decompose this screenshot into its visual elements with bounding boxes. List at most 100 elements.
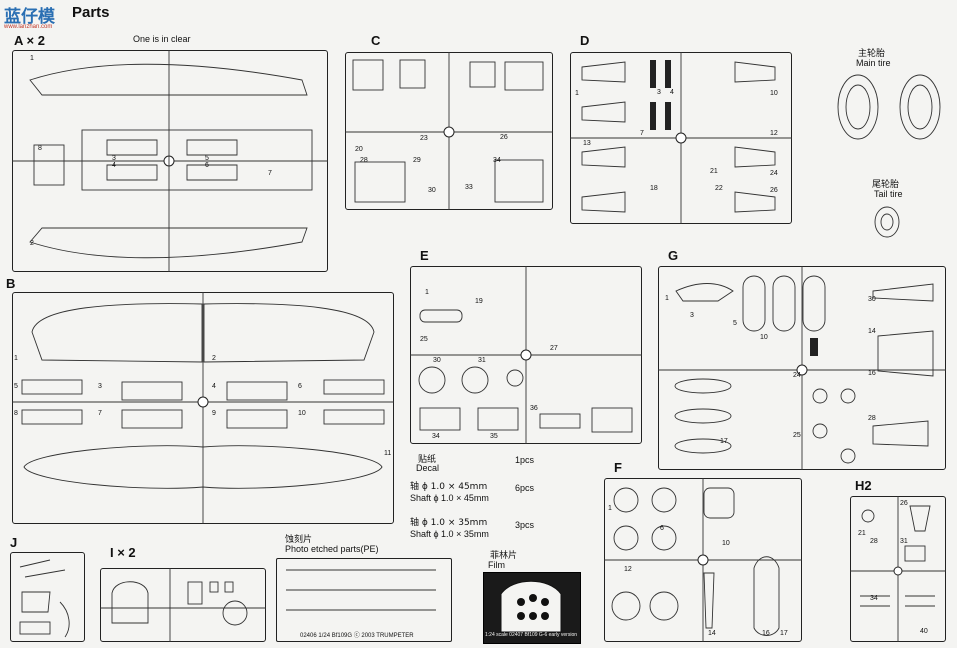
sprue-g-part-number: 3 <box>690 312 694 319</box>
sprue-d-part-number: 12 <box>770 130 778 137</box>
sprue-b-part-number: 2 <box>212 355 216 362</box>
sprue-d-part-number: 21 <box>710 168 718 175</box>
shaft35-label: Shaft ϕ 1.0 × 35mm <box>410 529 489 539</box>
sprue-d-part-number: 24 <box>770 170 778 177</box>
sprue-f-part-number: 10 <box>722 540 730 547</box>
film-label: Film <box>488 560 505 570</box>
sprue-g-part-number: 16 <box>868 370 876 377</box>
sprue-g-part-number: 10 <box>760 334 768 341</box>
sprue-i <box>100 568 266 642</box>
sprue-b-part-number: 9 <box>212 410 216 417</box>
sprue-a-part-number: 1 <box>30 55 34 62</box>
sprue-h2-part-number: 31 <box>900 538 908 545</box>
sprue-c-part-number: 34 <box>493 157 501 164</box>
pe-sheet-drawing <box>286 569 436 611</box>
sprue-g-part-number: 17 <box>720 438 728 445</box>
sprue-b-part-number: 10 <box>298 410 306 417</box>
sprue-a-part-number: 3 <box>112 155 116 162</box>
sprue-a-part-number: 6 <box>205 162 209 169</box>
logo: 蓝仔模 www.lanzhan.com <box>4 2 70 38</box>
sprue-h2-part-number: 40 <box>920 628 928 635</box>
sprue-f-part-number: 14 <box>708 630 716 637</box>
sprue-a-drawing <box>12 50 328 272</box>
sprue-f-part-number: 1 <box>608 505 612 512</box>
pe-label-cn: 蚀刻片 <box>285 535 313 545</box>
sprue-e-part-number: 25 <box>420 336 428 343</box>
sprue-g-part-number: 14 <box>868 328 876 335</box>
sprue-j-label: J <box>10 535 18 550</box>
sprue-a-part-number: 2 <box>30 240 34 247</box>
pe-sheet <box>276 558 452 642</box>
sprue-f-drawing <box>604 478 802 642</box>
sprue-g-part-number: 5 <box>733 320 737 327</box>
sprue-b-part-number: 1 <box>14 355 18 362</box>
pe-caption: 02406 1/24 Bf109G ⓒ 2003 TRUMPETER <box>300 633 414 639</box>
sprue-f-part-number: 17 <box>780 630 788 637</box>
sprue-e-part-number: 30 <box>433 357 441 364</box>
sprue-a-part-number: 7 <box>268 170 272 177</box>
sprue-b-part-number: 5 <box>14 383 18 390</box>
sprue-c-part-number: 33 <box>465 184 473 191</box>
pe-label: Photo etched parts(PE) <box>285 544 379 554</box>
sprue-e-part-number: 27 <box>550 345 558 352</box>
sprue-c-part-number: 23 <box>420 135 428 142</box>
sprue-d-part-number: 18 <box>650 185 658 192</box>
sprue-g-part-number: 28 <box>868 415 876 422</box>
sprue-d-part-number: 13 <box>583 140 591 147</box>
sprue-j <box>10 552 85 642</box>
sprue-g-part-number: 25 <box>793 432 801 439</box>
sprue-c-label: C <box>371 33 381 48</box>
sprue-d-part-number: 4 <box>670 89 674 96</box>
sprue-h2-label: H2 <box>855 478 872 493</box>
sprue-g-part-number: 30 <box>868 296 876 303</box>
film-caption: 1:24 scale 02407 Bf109 G-6 early version <box>485 632 577 638</box>
main-tire-label-cn: 主轮胎 <box>858 49 886 59</box>
sprue-f-part-number: 12 <box>624 566 632 573</box>
film-label-cn: 菲林片 <box>490 551 518 561</box>
instrument-panel-drawing <box>500 580 562 633</box>
sprue-e-part-number: 19 <box>475 298 483 305</box>
sprue-d-part-number: 26 <box>770 187 778 194</box>
logo-text: 蓝仔模 <box>4 7 55 27</box>
shaft45-quantity: 6pcs <box>515 483 535 493</box>
logo-subtext: www.lanzhan.com <box>4 24 53 30</box>
sprue-e-drawing <box>410 266 642 444</box>
sprue-e-label: E <box>420 248 429 263</box>
sprue-g-drawing <box>658 266 946 470</box>
page-title: Parts <box>72 4 110 21</box>
sprue-b-label: B <box>6 276 16 291</box>
sprue-i-label: I × 2 <box>110 545 136 560</box>
sprue-b-part-number: 8 <box>14 410 18 417</box>
sprue-f-part-number: 16 <box>762 630 770 637</box>
sprue-c-part-number: 20 <box>355 146 363 153</box>
sprue-c-part-number: 28 <box>360 157 368 164</box>
sprue-e-part-number: 36 <box>530 405 538 412</box>
shaft35-label-cn: 轴 ϕ 1.0 × 35mm <box>410 518 488 528</box>
sprue-j-drawing <box>19 559 70 638</box>
sprue-b-part-number: 3 <box>98 383 102 390</box>
sprue-h2-part-number: 26 <box>900 500 908 507</box>
sprue-d-part-number: 7 <box>640 130 644 137</box>
sprue-d-part-number: 22 <box>715 185 723 192</box>
sprue-b-part-number: 6 <box>298 383 302 390</box>
sprue-e-part-number: 34 <box>432 433 440 440</box>
sprue-a-note: One is in clear <box>133 34 191 44</box>
shaft35-quantity: 3pcs <box>515 520 535 530</box>
sprue-c-part-number: 29 <box>413 157 421 164</box>
decal-label-cn: 贴纸 <box>418 455 437 465</box>
sprue-a-part-number: 5 <box>205 155 209 162</box>
sprue-b-part-number: 7 <box>98 410 102 417</box>
sprue-g-part-number: 1 <box>665 295 669 302</box>
sprue-e-part-number: 31 <box>478 357 486 364</box>
sprue-e-part-number: 35 <box>490 433 498 440</box>
sprue-d-part-number: 10 <box>770 90 778 97</box>
sprue-f-part-number: 6 <box>660 525 664 532</box>
sprue-d-drawing <box>570 52 792 224</box>
sprue-a-label: A × 2 <box>14 33 45 48</box>
sprue-d-part-number: 3 <box>657 89 661 96</box>
sprue-f-label: F <box>614 460 622 475</box>
sprue-b-part-number: 4 <box>212 383 216 390</box>
tail-tire-label: Tail tire <box>874 189 903 199</box>
sprue-e-part-number: 1 <box>425 289 429 296</box>
main-tire-label: Main tire <box>856 58 891 68</box>
